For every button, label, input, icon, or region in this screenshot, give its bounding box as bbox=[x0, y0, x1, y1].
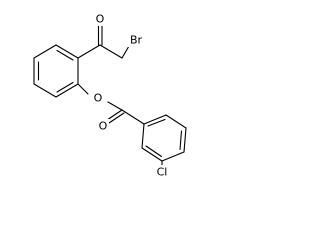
chlorine-label: Cl bbox=[152, 165, 172, 179]
svg-text:Cl: Cl bbox=[157, 166, 168, 179]
svg-text:O: O bbox=[94, 92, 103, 105]
svg-text:O: O bbox=[96, 13, 105, 26]
chemical-structure-diagram: O Br O O Cl bbox=[33, 13, 187, 179]
ester-ether-oxygen-label: O bbox=[92, 91, 104, 105]
svg-text:O: O bbox=[99, 120, 108, 133]
phenyl-ring-upper bbox=[33, 44, 79, 98]
ester-bonds bbox=[77, 83, 145, 125]
bromine-label: Br bbox=[126, 34, 146, 47]
carbonyl-oxygen-label: O bbox=[94, 13, 106, 26]
bromoacetyl-bonds bbox=[77, 24, 130, 59]
svg-text:Br: Br bbox=[130, 34, 143, 47]
ester-carbonyl-oxygen-label: O bbox=[97, 119, 109, 133]
phenyl-ring-lower bbox=[141, 114, 187, 167]
